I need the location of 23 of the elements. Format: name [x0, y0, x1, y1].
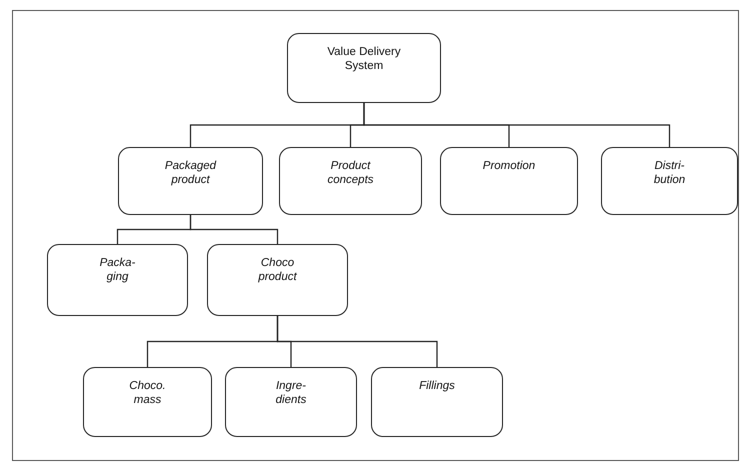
node-label: Ingre- dients	[274, 379, 308, 407]
rounded-box	[371, 367, 503, 437]
rounded-box	[47, 244, 188, 316]
rounded-box	[601, 147, 738, 215]
node-label: Distri- bution	[652, 159, 686, 187]
node-label: Choco product	[257, 256, 298, 284]
rounded-box	[440, 147, 578, 215]
node-label: Fillings	[418, 379, 456, 393]
connector-line	[276, 316, 438, 367]
rounded-box	[207, 244, 348, 316]
rounded-box	[287, 33, 441, 103]
rounded-box	[83, 367, 212, 437]
connector-line	[190, 215, 278, 244]
node-label: Packaged product	[164, 159, 218, 187]
node-label: Packa- ging	[98, 256, 136, 284]
node-label: Product concepts	[326, 159, 375, 187]
rounded-box	[225, 367, 357, 437]
rounded-box	[279, 147, 422, 215]
connector-line	[363, 103, 670, 147]
node-label: Value Delivery System	[326, 45, 402, 73]
node-label: Choco. mass	[128, 379, 167, 407]
node-label: Promotion	[482, 159, 536, 173]
rounded-box	[118, 147, 263, 215]
